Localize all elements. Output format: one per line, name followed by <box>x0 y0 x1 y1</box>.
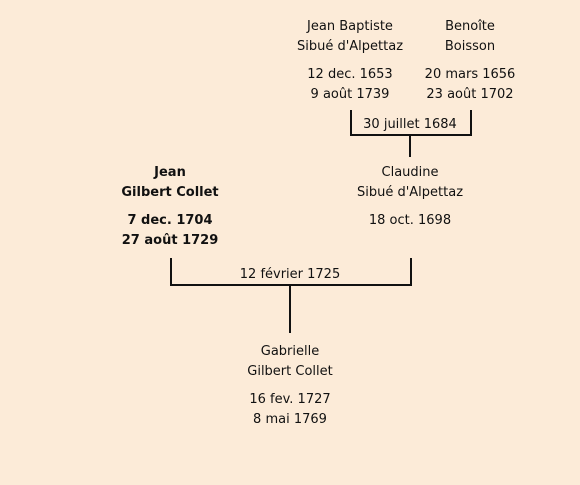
death-date: 8 mai 1769 <box>253 412 327 427</box>
person-jean-baptiste: Jean Baptiste Sibué d'Alpettaz 12 dec. 1… <box>297 17 403 105</box>
given-name: Benoîte <box>445 19 495 34</box>
connector-marriage-bar <box>170 284 412 286</box>
birth-date: 16 fev. 1727 <box>249 392 331 407</box>
given-name: Jean Baptiste <box>307 19 393 34</box>
connector-child-drop <box>289 286 291 333</box>
connector-left-drop <box>350 110 352 136</box>
birth-date: 12 dec. 1653 <box>307 67 393 82</box>
surname: Gilbert Collet <box>247 364 333 379</box>
death-date: 27 août 1729 <box>121 233 219 248</box>
connector-right-drop <box>470 110 472 136</box>
connector-child-drop <box>409 136 411 157</box>
given-name: Jean <box>154 165 186 180</box>
surname: Boisson <box>444 39 496 54</box>
birth-date: 20 mars 1656 <box>424 67 516 82</box>
marriage-date-bottom: 12 février 1725 <box>239 267 341 282</box>
connector-right-drop <box>410 258 412 286</box>
surname: Gilbert Collet <box>121 185 219 200</box>
connector-marriage-bar <box>350 134 472 136</box>
person-jean: Jean Gilbert Collet 7 dec. 1704 27 août … <box>121 163 218 251</box>
surname: Sibué d'Alpettaz <box>356 185 464 200</box>
given-name: Claudine <box>381 165 439 180</box>
marriage-date-top: 30 juillet 1684 <box>363 117 457 132</box>
birth-date: 7 dec. 1704 <box>127 213 213 228</box>
surname: Sibué d'Alpettaz <box>296 39 404 54</box>
given-name: Gabrielle <box>260 344 320 359</box>
person-claudine: Claudine Sibué d'Alpettaz 18 oct. 1698 <box>357 163 463 231</box>
connector-left-drop <box>170 258 172 286</box>
death-date: 9 août 1739 <box>310 87 390 102</box>
death-date: 23 août 1702 <box>426 87 514 102</box>
birth-date: 18 oct. 1698 <box>368 213 452 228</box>
person-benoite: Benoîte Boisson 20 mars 1656 23 août 170… <box>425 17 516 105</box>
person-gabrielle: Gabrielle Gilbert Collet 16 fev. 1727 8 … <box>247 342 332 430</box>
